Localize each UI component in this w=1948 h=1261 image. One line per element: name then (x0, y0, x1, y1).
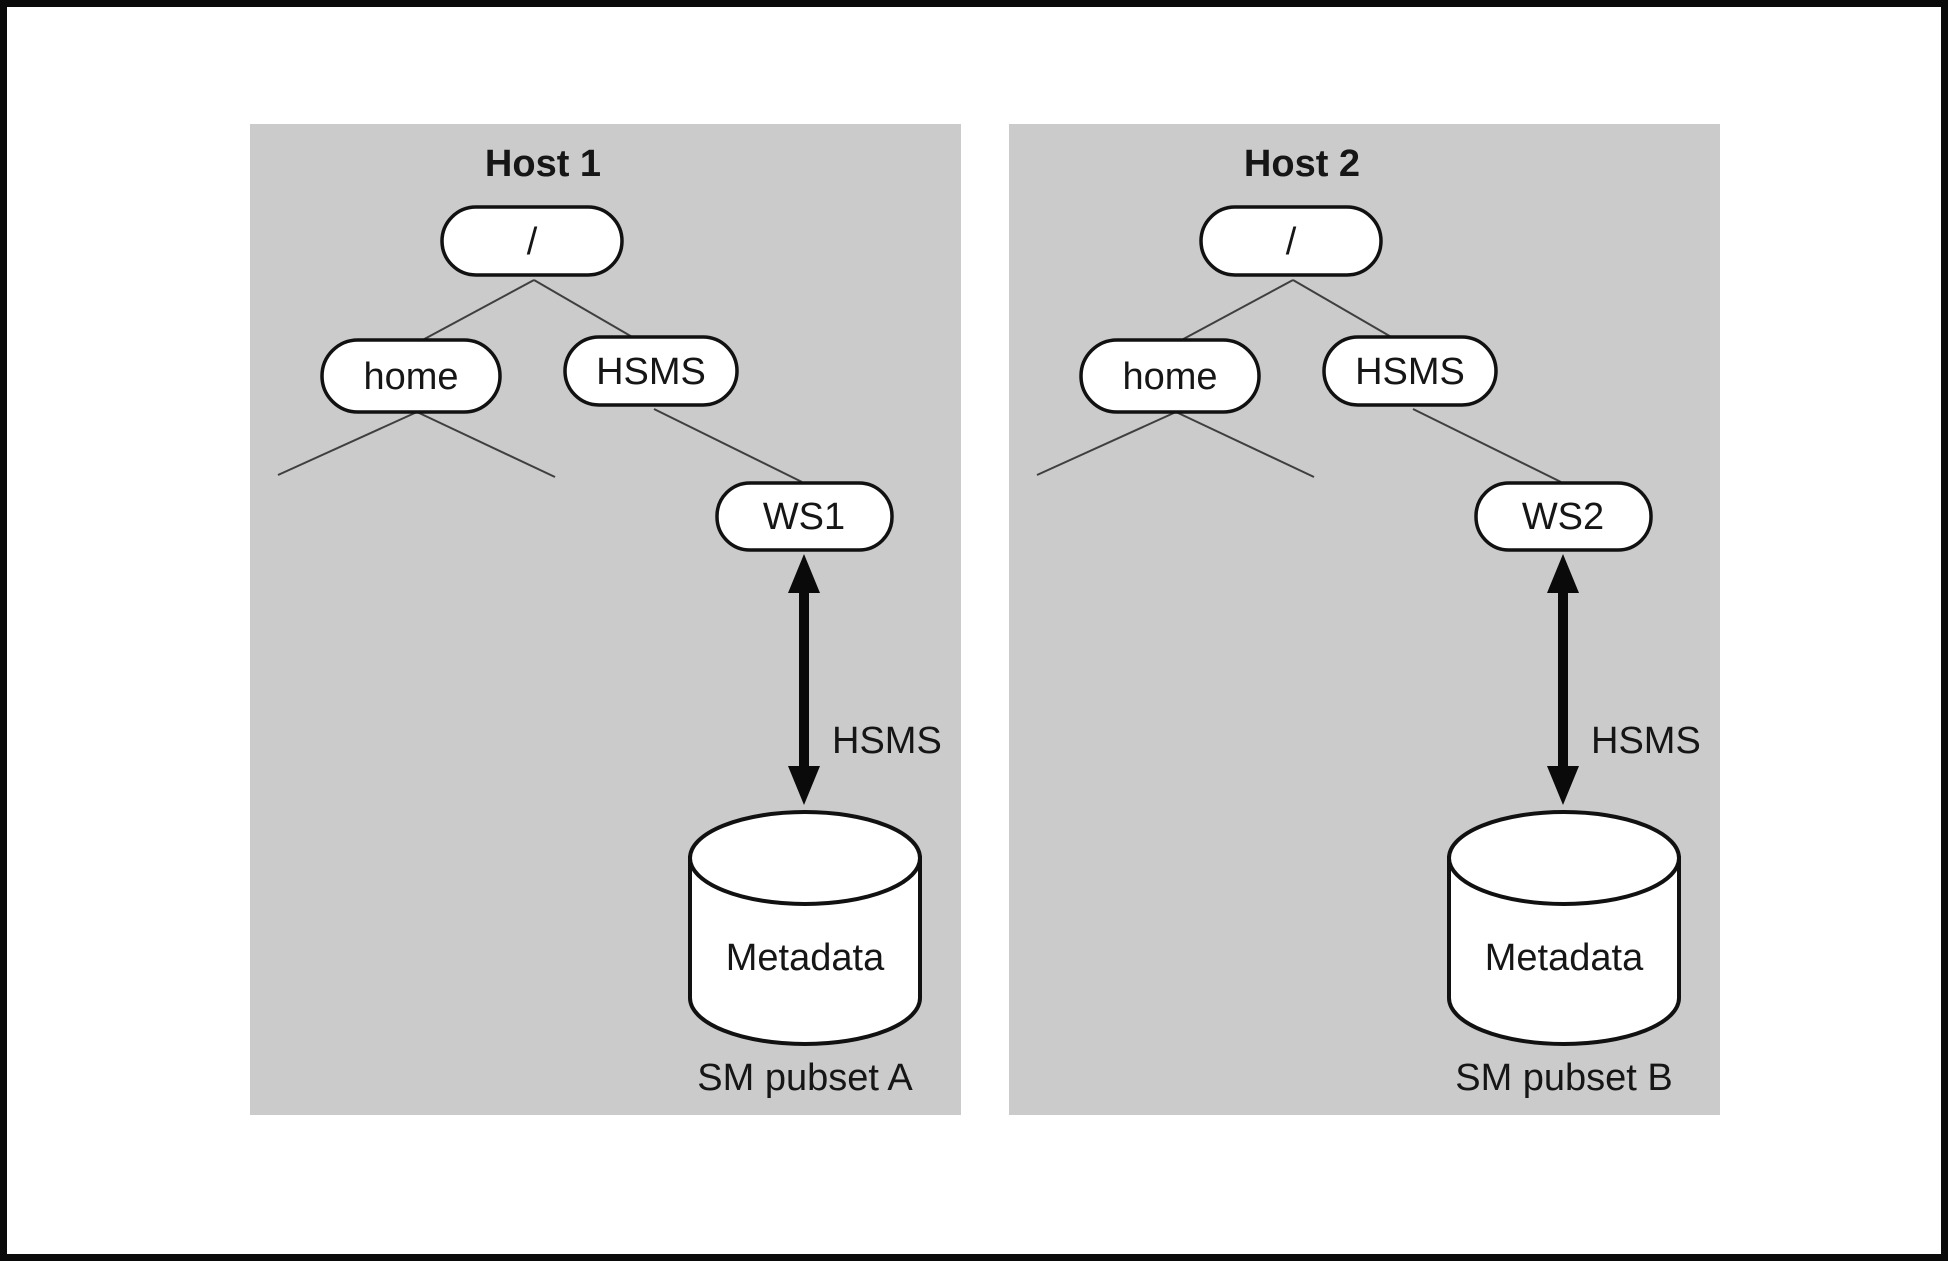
root-node-label: / (527, 221, 538, 263)
tree-edge-root-home (416, 279, 535, 344)
home-subtree-edge-left (277, 411, 418, 476)
hsms-node (563, 335, 739, 407)
hsms-arrow-label: HSMS (832, 720, 942, 762)
host-panel-2-svg: Host 2 / home HSMS WS2 HSMS Metadata S (1036, 143, 1701, 1099)
ws-node-label: WS1 (763, 496, 845, 538)
hsms-node-label: HSMS (1355, 351, 1465, 393)
home-subtree-edge-right (416, 411, 556, 478)
ws-node (1474, 481, 1653, 552)
hsms-arrow-label: HSMS (1591, 720, 1701, 762)
pubset-caption: SM pubset B (1455, 1057, 1673, 1099)
root-node-label: / (1286, 221, 1297, 263)
tree-edge-hsms-ws (653, 408, 803, 483)
host-panel-1-svg: Host 1 / home HSMS WS1 HSMS Metadata S (277, 143, 942, 1099)
home-node (320, 338, 502, 414)
home-node (1079, 338, 1261, 414)
root-node (440, 205, 624, 277)
host-panel-2: Host 2 / home HSMS WS2 HSMS Metadata S (1009, 124, 1720, 1115)
home-node-label: home (363, 356, 458, 398)
root-node (1199, 205, 1383, 277)
hsms-double-arrow (1547, 554, 1579, 805)
host-panel-1: Host 1 / home HSMS WS1 HSMS Metadata S (250, 124, 961, 1115)
ws-node (715, 481, 894, 552)
home-subtree-edge-left (1036, 411, 1177, 476)
hsms-node-label: HSMS (596, 351, 706, 393)
metadata-label: Metadata (1485, 937, 1644, 979)
tree-edge-root-home (1175, 279, 1294, 344)
metadata-label: Metadata (726, 937, 885, 979)
home-subtree-edge-right (1175, 411, 1315, 478)
tree-edge-hsms-ws (1412, 408, 1562, 483)
pubset-caption: SM pubset A (697, 1057, 913, 1099)
metadata-cylinder-body (688, 856, 922, 1046)
panel-title: Host 1 (485, 143, 601, 185)
tree-edge-root-hsms (533, 279, 635, 339)
hsms-node (1322, 335, 1498, 407)
ws-node-label: WS2 (1522, 496, 1604, 538)
metadata-cylinder-body (1447, 856, 1681, 1046)
home-node-label: home (1122, 356, 1217, 398)
panel-title: Host 2 (1244, 143, 1360, 185)
metadata-cylinder-top (688, 810, 922, 906)
tree-edge-root-hsms (1292, 279, 1394, 339)
hsms-double-arrow (788, 554, 820, 805)
metadata-cylinder-top (1447, 810, 1681, 906)
